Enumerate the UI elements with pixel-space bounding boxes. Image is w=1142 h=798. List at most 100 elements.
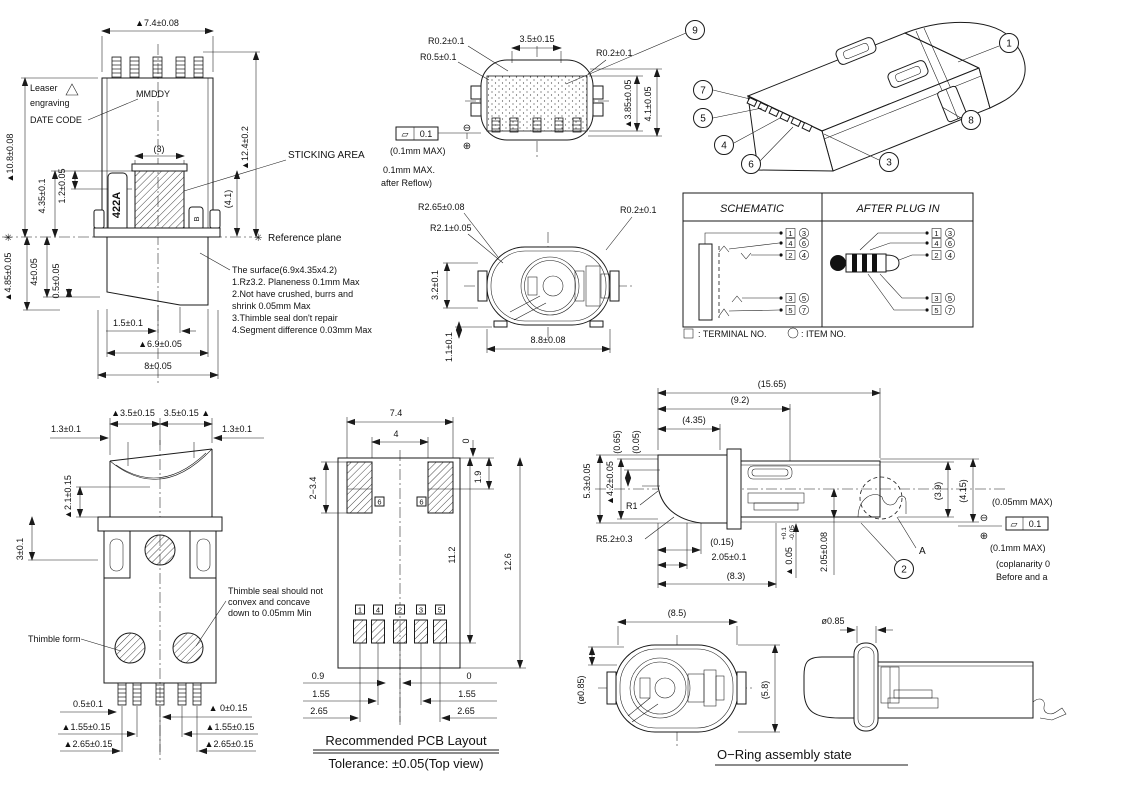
dim-12-6: 12.6 — [503, 553, 513, 571]
dim-2-65-l: 2.65 — [310, 706, 328, 716]
dim-0-9: 0.9 — [312, 671, 325, 681]
note-0-1-max: (0.1mm MAX) — [990, 543, 1046, 553]
note-line: down to 0.05mm Min — [228, 608, 312, 618]
dim-0: ▲ 0±0.15 — [209, 703, 248, 713]
dim-1-55-right: ▲1.55±0.15 — [206, 722, 255, 732]
radius-r1: R1 — [626, 501, 638, 511]
body — [740, 460, 881, 518]
flatness-value: 0.1 — [1029, 519, 1042, 529]
reflow-note-2: after Reflow) — [381, 178, 432, 188]
balloon-4-label: 4 — [721, 141, 727, 152]
pcb-layout-view: 6 6 1 4 2 3 5 7.4 4 0 1.9 2−3.4 11.2 12.… — [303, 408, 526, 771]
oring-end-view: (8.5) (ø0.85) (5.8) — [576, 608, 780, 748]
dim-1-1: 1.1±0.1 — [444, 332, 454, 362]
item-no: 5 — [948, 294, 952, 303]
dim-2-3-4: 2−3.4 — [308, 477, 318, 500]
radius-r5-2: R5.2±0.3 — [596, 534, 632, 544]
surface-notes: The surface(6.9x4.35x4.2) 1.Rz3.2. Plane… — [199, 252, 372, 335]
solder-tail — [1032, 698, 1067, 721]
item-no: 5 — [802, 294, 806, 303]
balloon-6 — [741, 154, 761, 174]
balloon-2 — [894, 559, 914, 579]
dim-1-3-right: 1.3±0.1 — [222, 424, 252, 434]
balloon-4 — [714, 135, 734, 155]
dim-9-2: (9.2) — [731, 395, 750, 405]
terminal-no: 5 — [934, 306, 938, 315]
flange — [97, 516, 223, 532]
coplanarity-note-1: (coplanarity 0 — [996, 559, 1050, 569]
dim-3-9: (3.9) — [933, 482, 943, 501]
dim-6-9: ▲6.9±0.05 — [138, 339, 182, 349]
terminal-no: 1 — [934, 229, 938, 238]
laser-note-line2: engraving — [30, 98, 70, 108]
collar — [726, 448, 742, 530]
balloon-9 — [685, 20, 705, 40]
oring — [853, 642, 879, 732]
minus-symbol-icon: ⊖ — [463, 123, 471, 134]
dim-5-3: 5.3±0.05 — [582, 464, 592, 499]
balloon-9-label: 9 — [692, 26, 698, 37]
coplanarity-note-2: Before and a — [996, 572, 1048, 582]
dim-3-2: 3.2±0.1 — [430, 270, 440, 300]
radius-r02-right: R0.2±0.1 — [596, 48, 632, 58]
terminal-no: 4 — [788, 239, 792, 248]
dim-4-85: ▲4.85±0.05 — [3, 253, 13, 302]
balloon-callouts: 7 5 4 6 3 8 1 — [693, 33, 1019, 174]
terminal-no: 1 — [788, 229, 792, 238]
top-view: R0.2±0.1 R0.5±0.1 3.5±0.15 R0.2±0.1 9 ▲3… — [381, 20, 705, 188]
dim-3-5: 3.5±0.15 — [520, 34, 555, 44]
dim-4-2: ▲4.2±0.05 — [605, 461, 615, 505]
laser-note-line1: Leaser — [30, 83, 58, 93]
sticking-area-cap — [131, 163, 188, 172]
balloon-5 — [693, 108, 713, 128]
dim-0-05: (0.05) — [631, 430, 641, 454]
dim-15-65: (15.65) — [758, 379, 787, 389]
balloon-5-label: 5 — [700, 114, 706, 125]
pad-label: 4 — [376, 606, 380, 615]
dim-0-15: (0.15) — [710, 537, 734, 547]
dim-4-1-top: 4.1±0.05 — [643, 87, 653, 122]
pad-6-label: 6 — [377, 498, 381, 507]
note-line: 1.Rz3.2. Planeness 0.1mm Max — [232, 277, 360, 287]
isometric-view: 7 5 4 6 3 8 1 — [693, 21, 1026, 174]
dim-main: ▲ 0.05 — [784, 547, 794, 576]
oval-outline — [486, 246, 611, 326]
dim-2-1: ▲2.1±0.15 — [63, 475, 73, 519]
coplanarity-callout: (0.05mm MAX) ⊖ ⊕ ▱ 0.1 (0.1mm MAX) (copl… — [958, 497, 1053, 582]
schematic-table: SCHEMATIC AFTER PLUG IN 1 3 4 6 2 4 3 5 … — [682, 192, 974, 339]
terminal-no: 2 — [934, 251, 938, 260]
dim-7-4: 7.4 — [390, 408, 403, 418]
note-0-05-max: (0.05mm MAX) — [992, 497, 1053, 507]
dim-1-55-r: 1.55 — [458, 689, 476, 699]
smt-hook — [857, 494, 907, 518]
dim-1-55-l: 1.55 — [312, 689, 330, 699]
legend-item-label: : ITEM NO. — [801, 329, 846, 339]
balloon-7 — [693, 80, 713, 100]
note-line: convex and concave — [228, 597, 310, 607]
saddle-curve — [109, 448, 213, 480]
schematic-left-cell: 1 3 4 6 2 4 3 5 5 7 — [698, 228, 809, 321]
top-slot-1 — [835, 37, 877, 65]
item-no: 7 — [802, 306, 806, 315]
pcb-tolerance: Tolerance: ±0.05(Top view) — [328, 756, 483, 771]
note-line: shrink 0.05mm Max — [232, 301, 311, 311]
dim-4c: 4 — [393, 429, 398, 439]
dim-8-3: (8.3) — [727, 571, 746, 581]
note-line: 4.Segment difference 0.03mm Max — [232, 325, 372, 335]
legend-terminal-label: : TERMINAL NO. — [698, 329, 767, 339]
cavity-marking: B — [192, 216, 201, 221]
overmold — [657, 454, 728, 524]
laser-triangle-icon — [65, 83, 79, 96]
dim-width-7-4: ▲7.4±0.08 — [135, 18, 179, 28]
side-view: A 2 (15.65) (9.2) (4.35) (0.65) (0.05) 5… — [582, 379, 1053, 588]
pcb-outline — [337, 457, 461, 669]
item-no: 6 — [948, 239, 952, 248]
thimble-circle-top — [144, 534, 176, 566]
dim-12-4: ▲12.4±0.2 — [240, 126, 250, 170]
balloon-2-label: 2 — [901, 565, 907, 576]
reference-star-right: ✳ — [254, 233, 262, 244]
dim-4-15: (4.15) — [958, 479, 968, 503]
plug-body — [877, 661, 1034, 719]
balloon-1-label: 1 — [1006, 39, 1012, 50]
